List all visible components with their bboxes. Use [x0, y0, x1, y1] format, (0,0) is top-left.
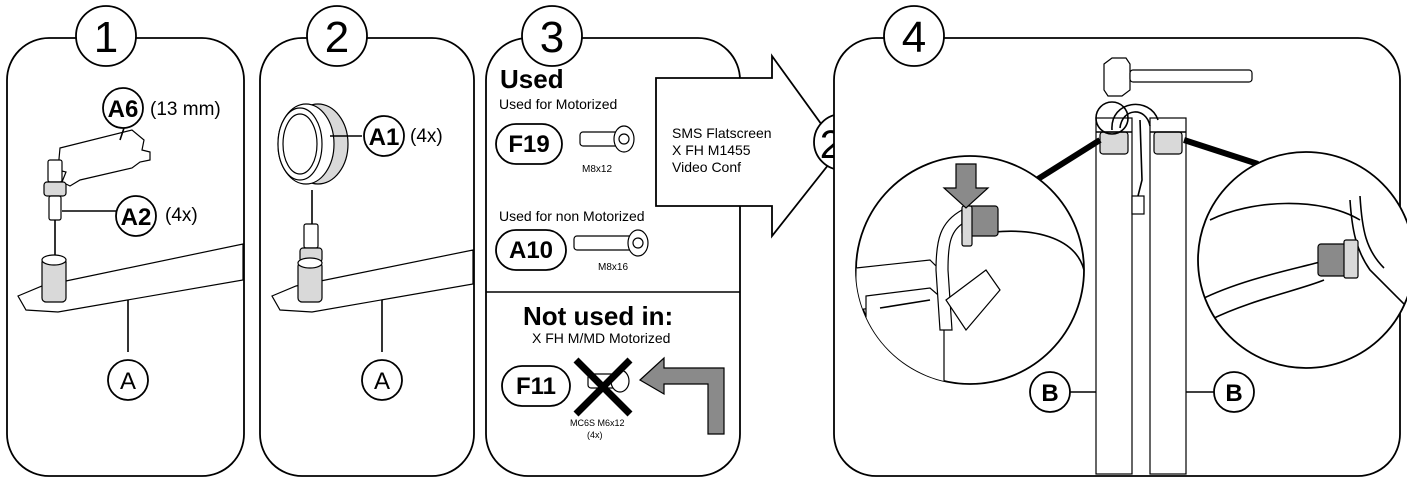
part-f19-size: M8x12 [582, 164, 612, 175]
leg-b-left [1095, 117, 1133, 475]
wheel-a1-illustration [277, 103, 362, 225]
arm-a-step2-illustration [271, 249, 474, 352]
callout-b-right-code: B [1225, 380, 1242, 407]
part-a10: A10 M8x16 [495, 229, 649, 273]
leg-b-right [1149, 117, 1187, 475]
callout-a1: A1 (4x) [363, 115, 443, 157]
bent-arrow-icon [638, 356, 725, 435]
step-4-panel: 4 [833, 5, 1407, 477]
part-f11-qty: (4x) [587, 430, 603, 440]
callout-a2-note: (4x) [165, 205, 198, 226]
used-motorized-label: Used for Motorized [499, 96, 617, 112]
step-4-number-badge: 4 [883, 5, 945, 67]
reference-line-2: X FH M1455 [672, 142, 751, 158]
zoom-detail-left [855, 155, 1085, 385]
step-2-number: 2 [325, 13, 349, 62]
callout-a1-note: (4x) [410, 126, 443, 147]
reference-line-3: Video Conf [672, 159, 741, 175]
bolt-a2-illustration [43, 159, 116, 255]
callout-a6-note: (13 mm) [150, 99, 221, 120]
not-used-context: X FH M/MD Motorized [532, 330, 670, 346]
zoom-line-left [1028, 137, 1102, 187]
part-f11-size: MC6S M6x12 [570, 418, 625, 428]
callout-a2-code: A2 [121, 204, 152, 231]
zoom-line-right [1183, 137, 1259, 167]
callout-a2: A2 (4x) [115, 195, 198, 237]
step-3-number-badge: 3 [521, 5, 583, 67]
step-1-panel: 1 A6 (13 mm) A2 (4 [6, 5, 245, 477]
part-f11-code: F11 [516, 373, 556, 400]
part-a10-code: A10 [509, 237, 553, 264]
reference-line-1: SMS Flatscreen [672, 125, 772, 141]
used-non-motorized-label: Used for non Motorized [499, 208, 645, 224]
not-used-title: Not used in: [523, 301, 673, 331]
step-1-number-badge: 1 [75, 5, 137, 67]
callout-b-left-code: B [1041, 380, 1058, 407]
arm-a-illustration [17, 243, 244, 352]
zoom-detail-right [1197, 151, 1407, 369]
part-f11-excluded: F11 MC6S M6x12 (4x) [501, 357, 633, 440]
step-2-panel: 2 A1 (4x) A [259, 5, 475, 477]
step-4-number: 4 [902, 13, 926, 62]
callout-a6-code: A6 [108, 96, 139, 123]
down-arrow-icon [942, 163, 990, 209]
callout-b-right: B [1186, 371, 1255, 413]
callout-a1-code: A1 [369, 124, 400, 151]
callout-a6: A6 (13 mm) [102, 87, 221, 129]
callout-a-step2: A [361, 359, 403, 401]
step-2-number-badge: 2 [306, 5, 368, 67]
step-3-panel: 3 Used Used for Motorized F19 M8x12 Used… [485, 5, 741, 477]
step-1-number: 1 [94, 13, 118, 62]
part-a10-size: M8x16 [598, 262, 628, 273]
part-f19-code: F19 [508, 131, 549, 158]
used-title: Used [500, 64, 564, 94]
callout-a-step1-code: A [120, 368, 136, 395]
part-f19: F19 M8x12 [495, 123, 635, 175]
step-3-number: 3 [540, 13, 564, 62]
hammer-icon [1103, 57, 1253, 97]
cable-illustration [1095, 101, 1159, 215]
callout-a-step2-code: A [374, 368, 390, 395]
callout-b-left: B [1029, 371, 1096, 413]
cross-out-icon [573, 357, 633, 417]
callout-a-step1: A [107, 359, 149, 401]
